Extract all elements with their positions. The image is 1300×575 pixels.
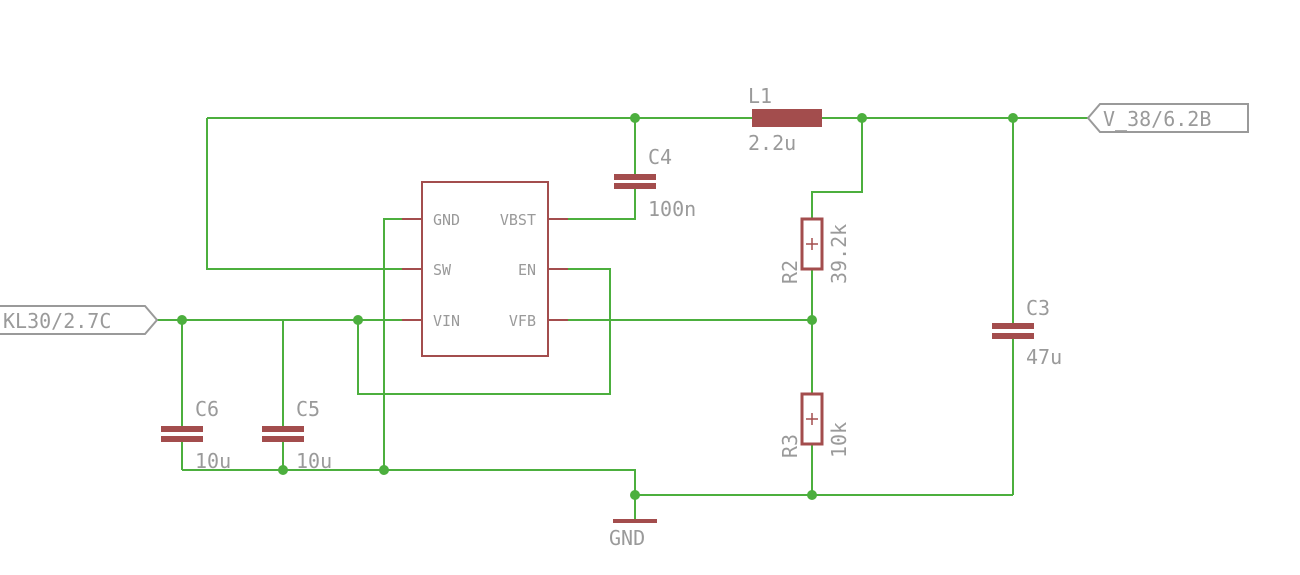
wire-gnd-pin xyxy=(383,218,422,470)
pin-label-en: EN xyxy=(518,261,536,279)
cap-plate xyxy=(614,174,656,180)
c4-name: C4 xyxy=(648,145,672,169)
wire-sw-loop xyxy=(206,118,422,270)
resistor-r2[interactable]: R2 39.2k xyxy=(778,217,851,284)
c5-name: C5 xyxy=(296,397,320,421)
junction-dot xyxy=(807,315,817,325)
inductor-l1[interactable]: L1 2.2u xyxy=(748,84,822,155)
c5-value: 10u xyxy=(296,449,332,473)
wire-vbst-c4 xyxy=(548,188,636,220)
junction-dot xyxy=(857,113,867,123)
port-output-flag xyxy=(1086,103,1249,133)
cap-plate xyxy=(262,426,304,432)
ic-regulator[interactable]: GND SW VIN VBST EN VFB xyxy=(402,181,568,357)
junction-dot xyxy=(278,465,288,475)
resistor-r3[interactable]: R3 10k xyxy=(778,392,851,458)
wire-r2-top xyxy=(811,118,863,219)
c6-name: C6 xyxy=(195,397,219,421)
wire-gnd-rail-left xyxy=(182,469,636,520)
ground-bar xyxy=(613,519,657,523)
capacitor-c3[interactable]: C3 47u xyxy=(992,296,1062,369)
resistor-body xyxy=(800,217,824,271)
pin-label-vfb: VFB xyxy=(509,312,536,330)
port-input-flag xyxy=(0,305,159,335)
port-output-label: V_38/6.2B xyxy=(1103,107,1211,131)
pin-label-vbst: VBST xyxy=(500,211,536,229)
junctions xyxy=(177,113,1018,500)
c3-value: 47u xyxy=(1026,345,1062,369)
junction-dot xyxy=(630,490,640,500)
cap-plate xyxy=(161,426,203,432)
c6-value: 10u xyxy=(195,449,231,473)
junction-dot xyxy=(1008,113,1018,123)
c4-value: 100n xyxy=(648,197,696,221)
capacitor-c5[interactable]: C5 10u xyxy=(262,397,332,473)
r2-value: 39.2k xyxy=(827,224,851,284)
wire-en-loop xyxy=(357,268,611,395)
l1-value: 2.2u xyxy=(748,131,796,155)
pin-label-gnd: GND xyxy=(433,211,460,229)
pin-label-vin: VIN xyxy=(433,312,460,330)
port-input[interactable]: KL30/2.7C xyxy=(0,305,159,335)
junction-dot xyxy=(379,465,389,475)
port-output[interactable]: V_38/6.2B xyxy=(1086,103,1249,133)
capacitor-c6[interactable]: C6 10u xyxy=(161,397,231,473)
cap-plate xyxy=(614,183,656,189)
c3-name: C3 xyxy=(1026,296,1050,320)
capacitor-c4[interactable]: C4 100n xyxy=(614,145,696,221)
junction-dot xyxy=(630,113,640,123)
pin-label-sw: SW xyxy=(433,261,452,279)
cap-plate xyxy=(262,436,304,442)
cap-plate xyxy=(161,436,203,442)
junction-dot xyxy=(807,490,817,500)
port-input-label: KL30/2.7C xyxy=(3,309,111,333)
ground-label: GND xyxy=(609,526,645,550)
r3-value: 10k xyxy=(827,422,851,458)
resistor-body xyxy=(800,392,824,446)
r3-name: R3 xyxy=(778,434,802,458)
junction-dot xyxy=(177,315,187,325)
r2-name: R2 xyxy=(778,260,802,284)
inductor-body xyxy=(752,109,822,127)
cap-plate xyxy=(992,333,1034,339)
l1-name: L1 xyxy=(748,84,772,108)
ground-symbol: GND xyxy=(609,519,657,550)
cap-plate xyxy=(992,323,1034,329)
junction-dot xyxy=(353,315,363,325)
